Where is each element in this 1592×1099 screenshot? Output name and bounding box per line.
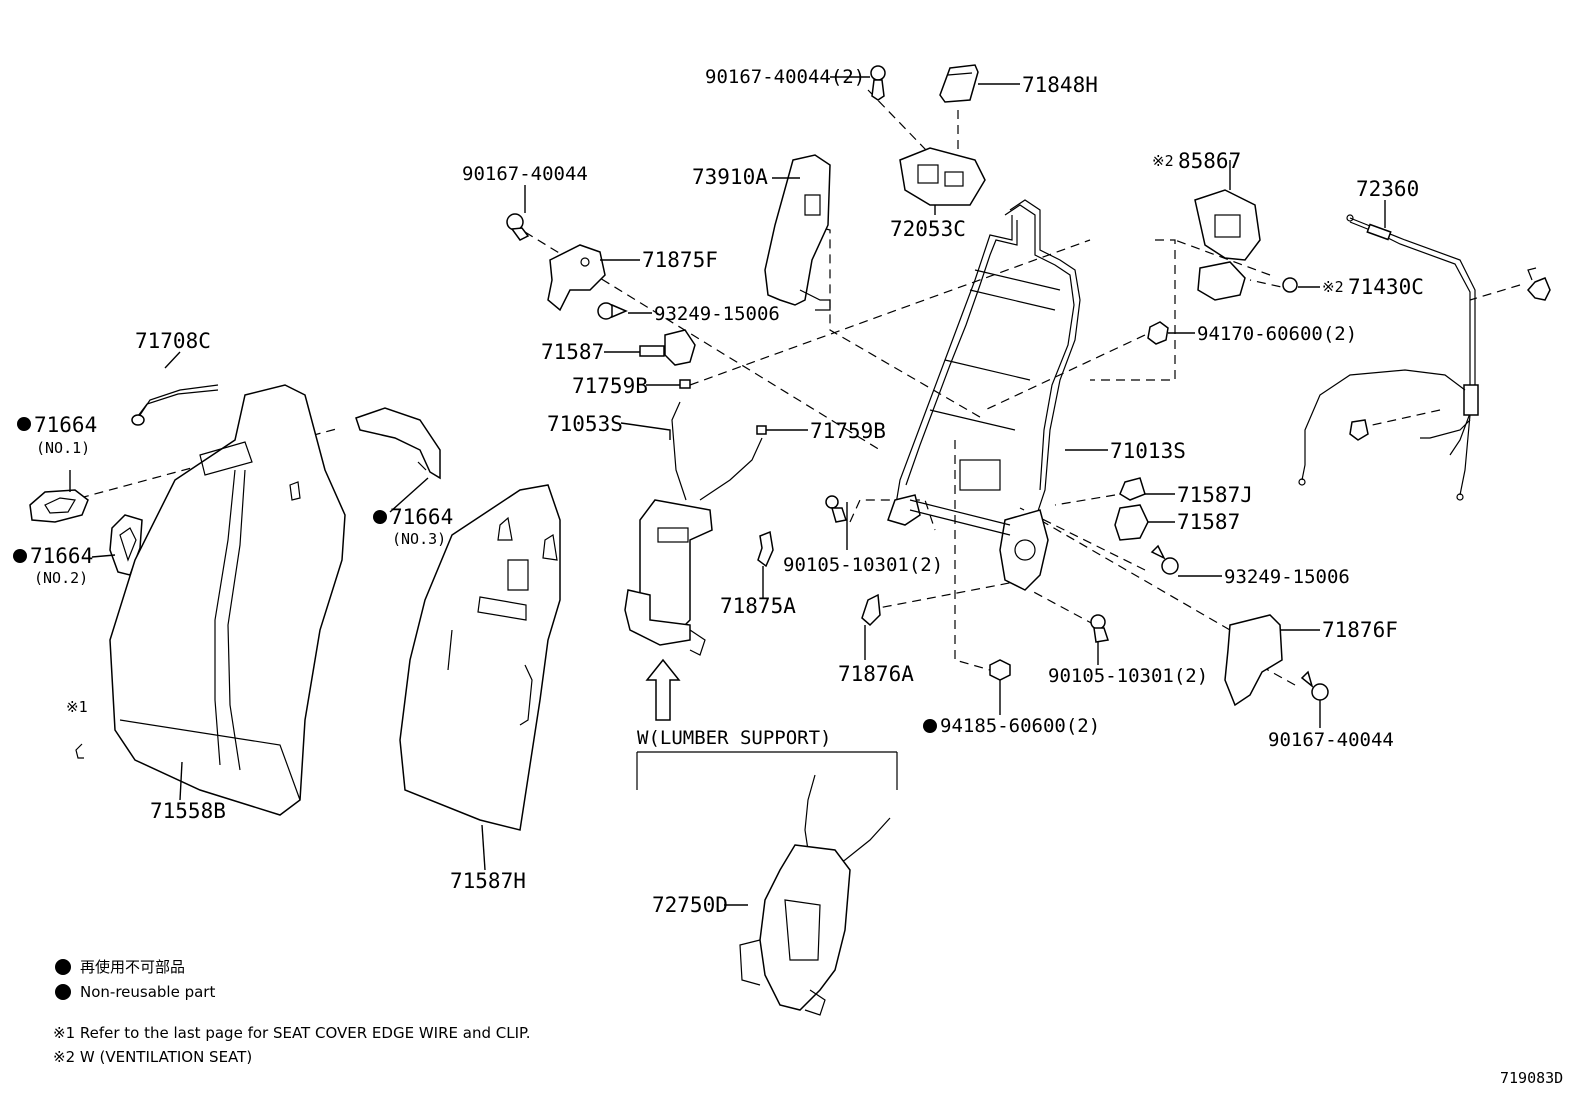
- nonreusable-dot-icon: [55, 959, 71, 975]
- label-94185-60600: 94185-60600(2): [940, 715, 1100, 737]
- part-71587-b-shape: [1114, 504, 1149, 541]
- label-93249-15006-b: 93249-15006: [1224, 566, 1350, 588]
- screw-icon: [1150, 544, 1179, 575]
- nut-icon: [1147, 321, 1169, 345]
- nonreusable-dot-icon: [55, 984, 71, 1000]
- part-71558B-shape: [109, 384, 346, 816]
- label-90167-40044-b: 90167-40044: [1268, 729, 1394, 751]
- label-71430C-mark: ※2: [1322, 278, 1344, 296]
- part-71587H-shape: [399, 484, 561, 831]
- label-71875A: 71875A: [720, 594, 796, 618]
- part-71848H-shape: [939, 64, 979, 103]
- part-72053C-shape: [899, 147, 986, 206]
- label-71664-no3: 71664: [390, 505, 453, 529]
- label-no2: (NO.2): [34, 569, 88, 587]
- bolt-icon: [870, 65, 886, 101]
- label-71708C: 71708C: [135, 329, 211, 353]
- part-71587J-shape: [1119, 477, 1146, 501]
- label-72750D: 72750D: [652, 893, 728, 917]
- label-90105-10301-a: 90105-10301(2): [783, 554, 943, 576]
- label-71759B-b: 71759B: [810, 419, 886, 443]
- legend-note2: ※2 W (VENTILATION SEAT): [53, 1048, 252, 1066]
- bolt-icon: [1090, 614, 1109, 643]
- part-71664-no3-shape: [355, 407, 441, 480]
- part-71875F-shape: [547, 244, 606, 312]
- part-72360-shape: [1298, 214, 1551, 501]
- bolt-icon: [825, 495, 847, 523]
- label-73910A: 73910A: [692, 165, 768, 189]
- part-71587-shape: [639, 329, 696, 366]
- label-71053S: 71053S: [547, 412, 623, 436]
- label-71664-no1: 71664: [34, 413, 97, 437]
- label-no3: (NO.3): [392, 530, 446, 548]
- clip-icon: [756, 425, 767, 435]
- label-71587H: 71587H: [450, 869, 526, 893]
- label-71876A: 71876A: [838, 662, 914, 686]
- arrow-up-icon: [645, 658, 681, 721]
- legend-nonreusable-jp: 再使用不可部品: [80, 958, 185, 976]
- part-73910A-shape: [764, 154, 831, 311]
- label-71587J: 71587J: [1177, 483, 1253, 507]
- label-lumbar-support: W(LUMBER SUPPORT): [637, 727, 831, 749]
- part-71708C-shape: [131, 384, 219, 426]
- nonreusable-dot-icon: [923, 719, 937, 733]
- label-71876F: 71876F: [1322, 618, 1398, 642]
- part-71876F-shape: [1224, 614, 1283, 707]
- nonreusable-dot-icon: [13, 549, 27, 563]
- label-93249-15006-a: 93249-15006: [654, 303, 780, 325]
- label-90167-40044-2-top: 90167-40044(2): [705, 66, 865, 88]
- label-72053C: 72053C: [890, 217, 966, 241]
- nut-icon: [989, 659, 1011, 681]
- part-72750D-shape: [636, 751, 898, 1016]
- label-90105-10301-b: 90105-10301(2): [1048, 665, 1208, 687]
- label-71875F: 71875F: [642, 248, 718, 272]
- label-71558B: 71558B: [150, 799, 226, 823]
- screw-icon: [506, 213, 530, 241]
- label-85867: 85867: [1178, 149, 1241, 173]
- screw-icon: [597, 302, 628, 320]
- label-71587-b: 71587: [1177, 510, 1240, 534]
- diagram-id: 719083D: [1500, 1069, 1563, 1087]
- label-no1: (NO.1): [36, 439, 90, 457]
- nonreusable-dot-icon: [373, 510, 387, 524]
- clip-icon: [75, 743, 84, 759]
- legend: 再使用不可部品 Non-reusable part ※1 Refer to th…: [53, 958, 530, 1066]
- label-72360: 72360: [1356, 177, 1419, 201]
- label-85867-mark: ※2: [1152, 152, 1174, 170]
- clip-icon: [679, 379, 691, 389]
- label-71848H: 71848H: [1022, 73, 1098, 97]
- nonreusable-dot-icon: [17, 417, 31, 431]
- part-71053S-shape: [624, 401, 763, 656]
- legend-nonreusable-en: Non-reusable part: [80, 983, 215, 1001]
- label-71013S: 71013S: [1110, 439, 1186, 463]
- part-71664-no1-shape: [29, 489, 89, 523]
- part-85867-shape: [1194, 189, 1261, 301]
- screw-icon: [1300, 670, 1329, 701]
- legend-note1: ※1 Refer to the last page for SEAT COVER…: [53, 1024, 530, 1042]
- label-71759B-a: 71759B: [572, 374, 648, 398]
- clip-icon: [1282, 277, 1298, 293]
- label-71430C: 71430C: [1348, 275, 1424, 299]
- label-71664-no2: 71664: [30, 544, 93, 568]
- label-note1-mark: ※1: [66, 698, 88, 716]
- label-94170-60600: 94170-60600(2): [1197, 323, 1357, 345]
- leader-lines: [69, 76, 1386, 906]
- part-71875A-shape: [757, 530, 774, 568]
- label-71587-a: 71587: [541, 340, 604, 364]
- part-71013S-shape: [887, 199, 1081, 591]
- label-90167-40044-a: 90167-40044: [462, 163, 588, 185]
- part-71876A-shape: [861, 593, 881, 627]
